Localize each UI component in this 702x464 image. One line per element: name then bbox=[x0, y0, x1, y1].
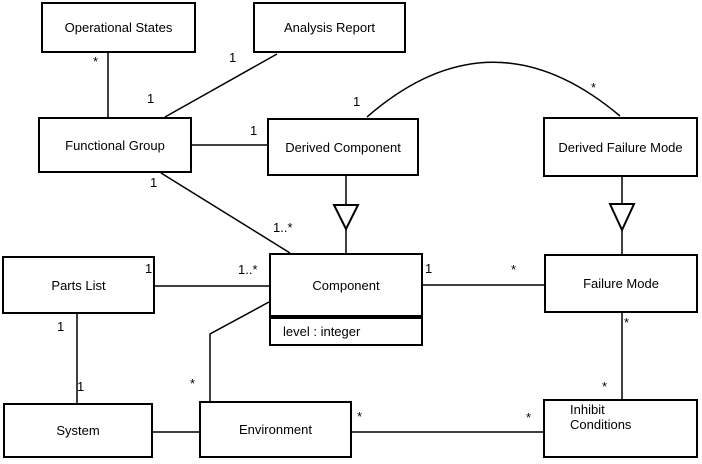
class-inhibit-conditions[interactable]: Inhibit Conditions bbox=[543, 399, 698, 458]
multiplicity-functional-group-end-analysis-line: 1 bbox=[147, 91, 155, 106]
class-failure-mode[interactable]: Failure Mode bbox=[544, 254, 698, 313]
multiplicity-inhibit-end-failure-mode-line: * bbox=[602, 379, 608, 394]
generalization-triangle-icon bbox=[608, 203, 636, 233]
multiplicity-environment-end-component-line: * bbox=[190, 376, 196, 391]
generalization-triangle-icon bbox=[332, 204, 360, 232]
class-attribute-compartment: level : integer bbox=[271, 317, 421, 344]
class-name-label: Component bbox=[312, 277, 380, 293]
class-name-label: Inhibit Conditions bbox=[570, 402, 632, 432]
class-system[interactable]: System bbox=[3, 403, 153, 458]
multiplicity-operational-states-end: * bbox=[93, 54, 99, 69]
multiplicity-parts-list-end-component-line: 1 bbox=[145, 261, 153, 276]
multiplicity-environment-end-inhibit-line: * bbox=[357, 409, 363, 424]
multiplicity-component-end-failure-mode-line: 1 bbox=[425, 261, 433, 276]
class-derived-failure-mode[interactable]: Derived Failure Mode bbox=[543, 117, 698, 177]
class-name-label: Failure Mode bbox=[583, 276, 659, 291]
edge-component-environment bbox=[209, 301, 270, 401]
multiplicity-component-end-fg-line: 1..* bbox=[273, 220, 293, 235]
class-name-compartment: Component bbox=[271, 255, 421, 317]
multiplicity-component-end-parts-list-line: 1..* bbox=[238, 262, 258, 277]
multiplicity-derived-component-end-arc: 1 bbox=[353, 94, 361, 109]
class-name-label: System bbox=[56, 423, 100, 438]
class-analysis-report[interactable]: Analysis Report bbox=[253, 2, 406, 53]
class-name-label: Functional Group bbox=[65, 137, 165, 153]
class-parts-list[interactable]: Parts List bbox=[2, 256, 155, 314]
class-component[interactable]: Component level : integer bbox=[269, 253, 423, 346]
class-operational-states[interactable]: Operational States bbox=[41, 2, 196, 53]
class-name-label: Parts List bbox=[51, 277, 106, 293]
multiplicity-derived-failure-mode-end-arc: * bbox=[591, 80, 597, 95]
class-attribute-label: level : integer bbox=[283, 324, 361, 339]
multiplicity-derived-component-end-fg-line: 1 bbox=[250, 123, 258, 138]
multiplicity-failure-mode-end-component-line: * bbox=[511, 262, 517, 277]
class-derived-component[interactable]: Derived Component bbox=[267, 118, 419, 176]
class-name-label: Environment bbox=[239, 422, 312, 437]
class-name-label: Derived Failure Mode bbox=[558, 139, 683, 155]
edge-arc-derived-component-derived-failure-mode bbox=[366, 61, 621, 118]
class-name-label: Derived Component bbox=[285, 139, 401, 155]
multiplicity-analysis-report-end: 1 bbox=[229, 50, 237, 65]
multiplicity-system-end-parts-list-line: 1 bbox=[77, 379, 85, 394]
class-name-label: Operational States bbox=[64, 20, 173, 35]
edge-functional-group-component bbox=[160, 172, 291, 254]
multiplicity-inhibit-end-environment-line: * bbox=[526, 410, 532, 425]
class-name-label: Analysis Report bbox=[283, 20, 376, 35]
edge-analysis-report-functional-group bbox=[164, 53, 278, 118]
class-environment[interactable]: Environment bbox=[199, 401, 352, 458]
multiplicity-parts-list-end-system-line: 1 bbox=[57, 319, 65, 334]
multiplicity-failure-mode-end-inhibit-line: * bbox=[624, 315, 630, 330]
class-functional-group[interactable]: Functional Group bbox=[38, 117, 192, 173]
multiplicity-functional-group-end-component-line: 1 bbox=[150, 175, 158, 190]
